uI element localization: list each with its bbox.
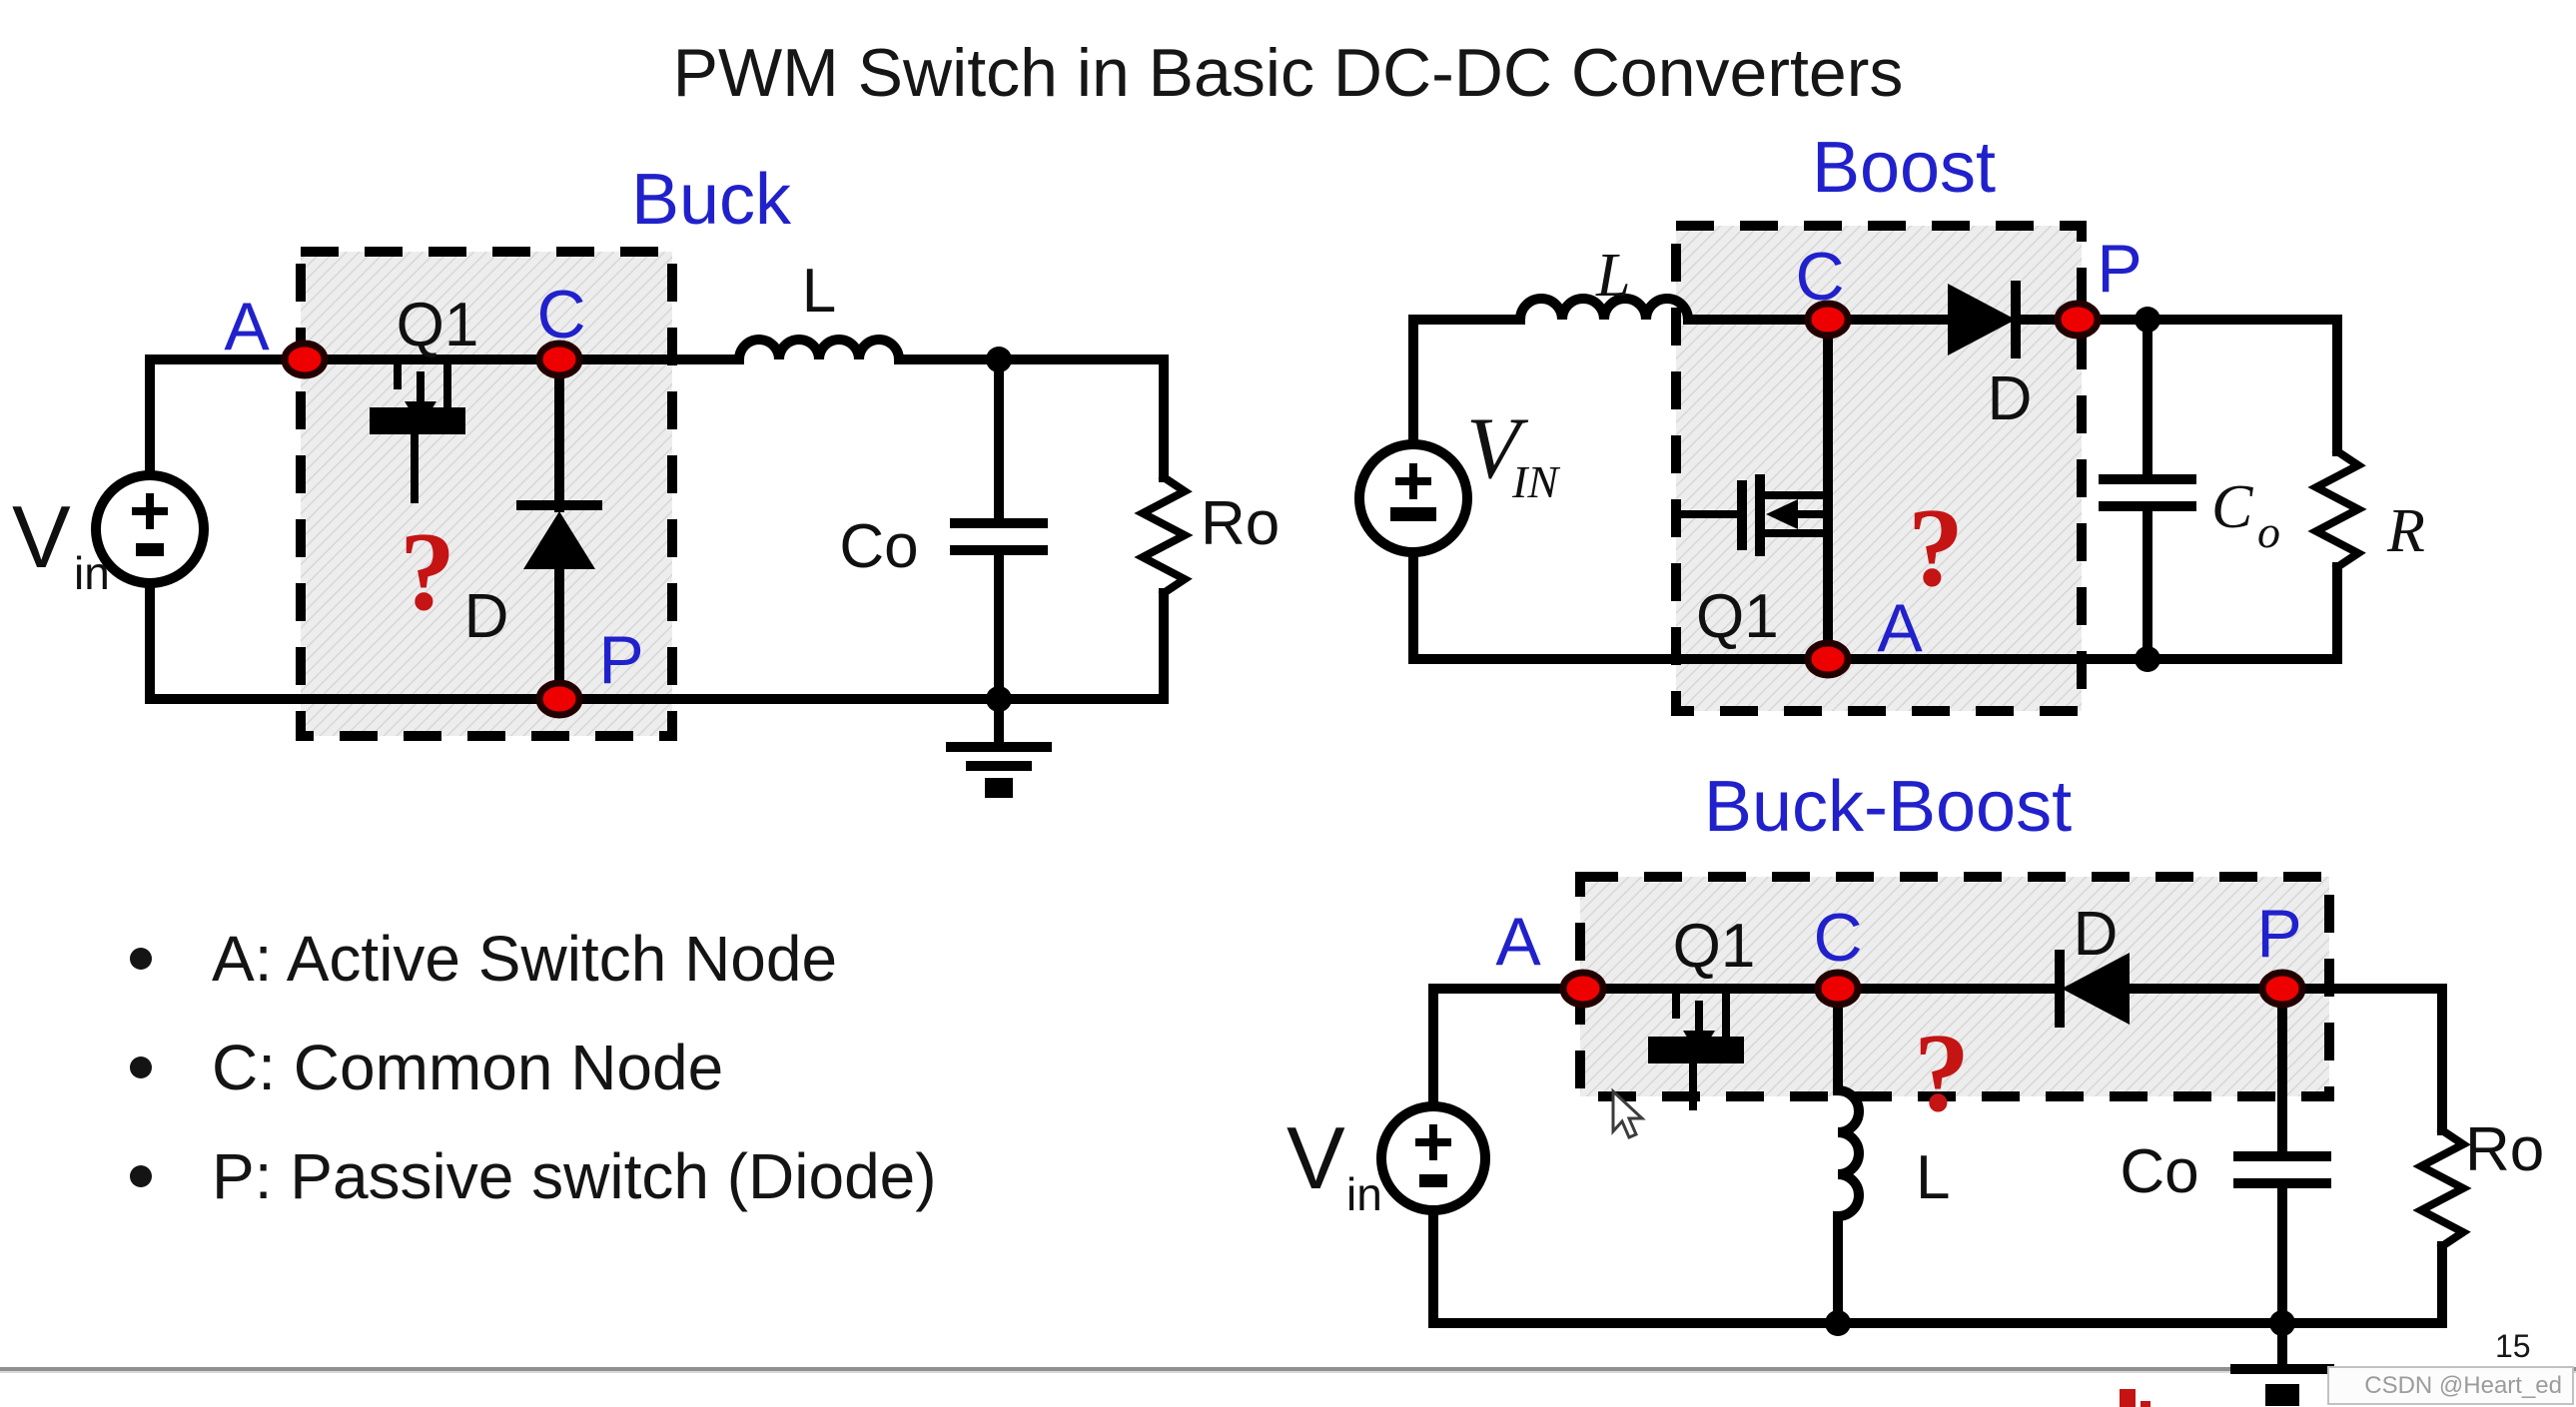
legend-text-c: C: Common Node (212, 1032, 724, 1103)
legend-list: A: Active Switch Node C: Common Node P: … (130, 923, 937, 1253)
boost-resistor-label: R (2386, 497, 2425, 565)
partial-red-text-fragment (2120, 1389, 2136, 1407)
list-item-node-p: P: Passive switch (Diode) (130, 1140, 937, 1212)
boost-source-label-sub: IN (1511, 456, 1560, 507)
buck-capacitor-label: Co (839, 512, 918, 581)
buck-boost-node-c-dot (1814, 969, 1862, 1009)
boost-inductor-label: L (1595, 242, 1630, 310)
buck-boost-wires (1428, 984, 2447, 1328)
buck-node-c-label: C (536, 277, 585, 352)
boost-node-a-dot (1804, 639, 1852, 679)
buck-boost-voltage-source (1376, 1101, 1490, 1215)
page-title: PWM Switch in Basic DC-DC Converters (672, 35, 1904, 111)
buck-diode-symbol (516, 354, 602, 704)
buck-boost-resistor-symbol (2412, 1124, 2472, 1252)
footer-divider-line-shadow (0, 1371, 2576, 1373)
buck-source-label: V (12, 487, 71, 586)
bullet-icon (130, 1056, 152, 1078)
boost-question-mark: ? (1908, 486, 1964, 610)
buck-source-label-sub: in (74, 547, 110, 599)
buck-q1-label: Q1 (397, 291, 479, 359)
boost-resistor-symbol (2307, 445, 2367, 573)
boost-voltage-source (1354, 439, 1472, 557)
buck-boost-node-a-label: A (1495, 904, 1541, 980)
boost-node-c-label: C (1795, 239, 1844, 315)
boost-source-label: V (1466, 400, 1529, 497)
boost-circuit: Boost L C P D ? Q1 A V IN C o R (1354, 128, 2425, 716)
buck-node-c-dot (535, 340, 583, 379)
boost-capacitor-label-sub: o (2257, 506, 2280, 557)
buck-section-label: Buck (631, 160, 792, 240)
buck-resistor-symbol (1134, 471, 1194, 599)
boost-diode-label: D (1988, 364, 2033, 433)
buck-boost-inductor-symbol (1832, 1084, 1864, 1222)
buck-node-a-dot (281, 340, 329, 379)
buck-boost-resistor-label: Ro (2465, 1115, 2544, 1184)
mouse-cursor (1611, 1087, 1646, 1139)
buck-pwm-switch-cell-box (296, 247, 677, 741)
boost-node-a-label: A (1877, 590, 1923, 666)
buck-node-a-label: A (224, 289, 270, 364)
boost-wires (1408, 294, 2342, 664)
legend-text-a: A: Active Switch Node (212, 923, 838, 995)
buck-question-mark: ? (400, 510, 455, 634)
buck-boost-q1-label: Q1 (1673, 912, 1756, 981)
buck-inductor-symbol (733, 335, 905, 365)
boost-capacitor-label: C (2211, 473, 2253, 541)
buck-boost-capacitor-symbol (2233, 1151, 2331, 1188)
buck-boost-capacitor-label: Co (2120, 1137, 2198, 1206)
buck-boost-node-c-label: C (1813, 900, 1862, 976)
buck-boost-diode-symbol (2055, 950, 2130, 1028)
boost-node-p-dot (2054, 300, 2102, 340)
buck-boost-section-label: Buck-Boost (1704, 767, 2072, 847)
buck-boost-inductor-label: L (1916, 1143, 1950, 1212)
buck-boost-source-label: V (1287, 1108, 1345, 1207)
page-number: 15 (2495, 1328, 2531, 1364)
boost-node-c-dot (1804, 300, 1852, 340)
partial-red-text-fragment (2141, 1401, 2150, 1407)
buck-boost-node-p-dot (2258, 969, 2306, 1009)
footer-divider-line (0, 1367, 2576, 1371)
buck-node-p-dot (535, 679, 583, 719)
boost-diode-symbol (1948, 281, 2021, 358)
buck-circuit: Buck A Q1 C P ? D L Co Ro V in (12, 160, 1280, 798)
buck-ground-symbol (946, 694, 1052, 798)
legend-text-p: P: Passive switch (Diode) (212, 1140, 937, 1212)
buck-node-p-label: P (598, 622, 643, 698)
bullet-icon (130, 1165, 152, 1187)
boost-capacitor-symbol (2099, 474, 2196, 511)
buck-boost-diode-label: D (2074, 900, 2119, 969)
buck-voltage-source (91, 470, 209, 588)
buck-resistor-label: Ro (1201, 489, 1280, 558)
list-item-node-c: C: Common Node (130, 1032, 937, 1103)
watermark-text: CSDN @Heart_ed (2364, 1371, 2562, 1399)
buck-capacitor-symbol (950, 518, 1048, 555)
buck-mosfet-symbol (370, 355, 465, 503)
boost-inductor-symbol (1514, 294, 1694, 326)
buck-boost-mosfet-symbol (1648, 985, 1744, 1110)
buck-boost-circuit: Buck-Boost A Q1 C D P ? L Co Ro V in (1287, 767, 2544, 1406)
boost-node-p-label: P (2097, 231, 2142, 307)
boost-section-label: Boost (1812, 128, 1996, 208)
buck-boost-question-mark: ? (1914, 1012, 1970, 1135)
buck-diode-label: D (464, 582, 509, 651)
buck-boost-node-a-dot (1559, 969, 1607, 1009)
watermark-box: CSDN @Heart_ed (2327, 1366, 2574, 1405)
list-item-node-a: A: Active Switch Node (130, 923, 937, 995)
buck-inductor-label: L (802, 257, 836, 326)
bullet-icon (130, 948, 152, 970)
boost-q1-label: Q1 (1696, 582, 1779, 651)
boost-mosfet-symbol (1676, 474, 1832, 556)
buck-boost-source-label-sub: in (1346, 1168, 1382, 1220)
buck-boost-node-p-label: P (2256, 896, 2301, 972)
